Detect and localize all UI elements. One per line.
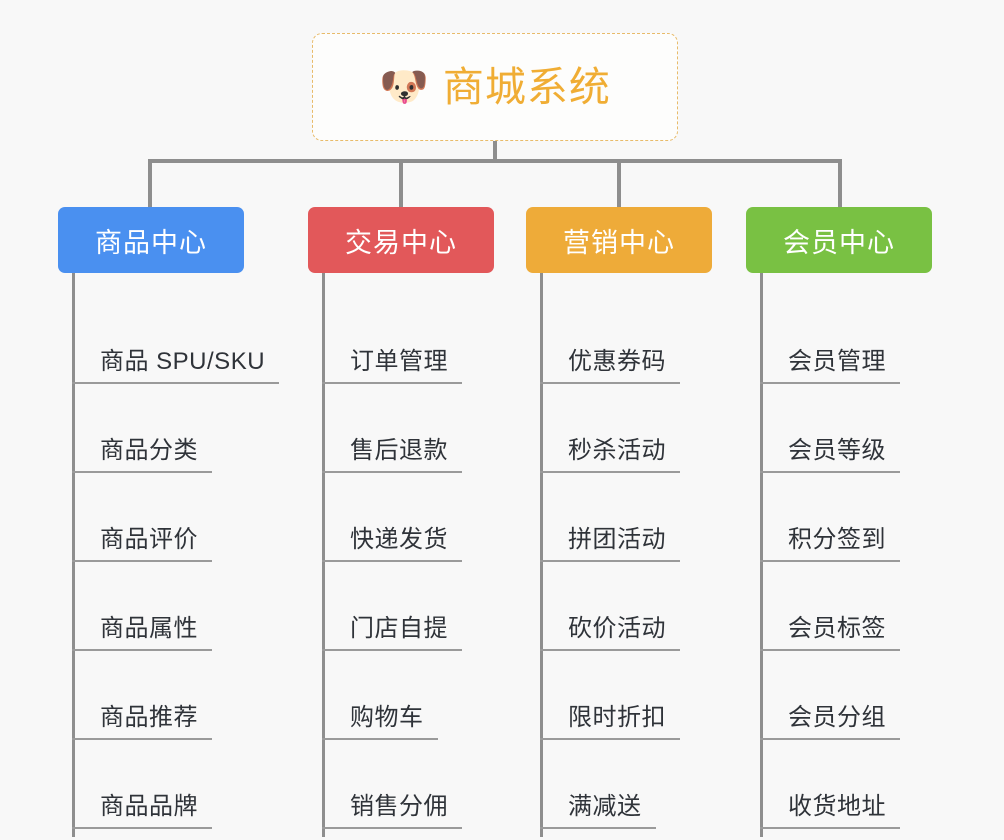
- leaf-item-label: 购物车: [322, 704, 438, 740]
- leaf-item[interactable]: 限时折扣: [526, 651, 746, 740]
- leaf-item[interactable]: 快递发货: [308, 473, 526, 562]
- leaf-item[interactable]: 门店自提: [308, 562, 526, 651]
- connector-drop-branch-4: [838, 159, 842, 207]
- leaf-item-label: 限时折扣: [540, 704, 680, 740]
- leaf-item-label: 售后退款: [322, 437, 462, 473]
- leaf-item[interactable]: 满减送: [526, 740, 746, 829]
- connector-drop-branch-3: [617, 159, 621, 207]
- connector-drop-branch-2: [399, 159, 403, 207]
- leaf-list-marketing-center: 优惠券码 秒杀活动 拼团活动 砍价活动 限时折扣 满减送: [526, 273, 746, 829]
- root-node-shop-system[interactable]: 🐶 商城系统: [312, 33, 678, 141]
- leaf-item[interactable]: 秒杀活动: [526, 384, 746, 473]
- leaf-item[interactable]: 售后退款: [308, 384, 526, 473]
- branch-trade-center: 交易中心 订单管理 售后退款 快递发货 门店自提 购物车 销售分佣: [308, 207, 526, 837]
- leaf-item[interactable]: 会员等级: [746, 384, 966, 473]
- leaf-item[interactable]: 销售分佣: [308, 740, 526, 829]
- leaf-item-label: 满减送: [540, 793, 656, 829]
- leaf-item[interactable]: 优惠券码: [526, 295, 746, 384]
- leaf-item-label: 会员分组: [760, 704, 900, 740]
- leaf-item-label: 商品分类: [72, 437, 212, 473]
- leaf-item[interactable]: 会员分组: [746, 651, 966, 740]
- leaf-item-label: 拼团活动: [540, 526, 680, 562]
- leaf-item-label: 优惠券码: [540, 348, 680, 384]
- leaf-item[interactable]: 商品推荐: [58, 651, 308, 740]
- branch-product-center: 商品中心 商品 SPU/SKU 商品分类 商品评价 商品属性 商品推荐 商品品牌: [58, 207, 308, 837]
- leaf-list-member-center: 会员管理 会员等级 积分签到 会员标签 会员分组 收货地址: [746, 273, 966, 829]
- leaf-item[interactable]: 积分签到: [746, 473, 966, 562]
- leaf-item-label: 快递发货: [322, 526, 462, 562]
- leaf-list-product-center: 商品 SPU/SKU 商品分类 商品评价 商品属性 商品推荐 商品品牌: [58, 273, 308, 829]
- leaf-item[interactable]: 商品评价: [58, 473, 308, 562]
- leaf-item-label: 商品推荐: [72, 704, 212, 740]
- leaf-item[interactable]: 商品属性: [58, 562, 308, 651]
- leaf-item-label: 门店自提: [322, 615, 462, 651]
- branch-header-trade-center[interactable]: 交易中心: [308, 207, 494, 273]
- leaf-item[interactable]: 会员管理: [746, 295, 966, 384]
- leaf-item-label: 会员管理: [760, 348, 900, 384]
- leaf-item-label: 销售分佣: [322, 793, 462, 829]
- leaf-item[interactable]: 拼团活动: [526, 473, 746, 562]
- leaf-item-label: 商品 SPU/SKU: [72, 348, 280, 384]
- leaf-item[interactable]: 商品品牌: [58, 740, 308, 829]
- shiba-dog-face-icon: 🐶: [379, 65, 429, 109]
- leaf-item[interactable]: 订单管理: [308, 295, 526, 384]
- leaf-item[interactable]: 收货地址: [746, 740, 966, 829]
- branch-trunk-line: [322, 273, 325, 837]
- leaf-item-label: 秒杀活动: [540, 437, 680, 473]
- branch-header-member-center[interactable]: 会员中心: [746, 207, 932, 273]
- leaf-item[interactable]: 会员标签: [746, 562, 966, 651]
- connector-drop-branch-1: [148, 159, 152, 207]
- branch-header-marketing-center[interactable]: 营销中心: [526, 207, 712, 273]
- leaf-item-label: 商品评价: [72, 526, 212, 562]
- branch-header-product-center[interactable]: 商品中心: [58, 207, 244, 273]
- leaf-item[interactable]: 砍价活动: [526, 562, 746, 651]
- branch-trunk-line: [760, 273, 763, 837]
- leaf-item-label: 砍价活动: [540, 615, 680, 651]
- branch-trunk-line: [540, 273, 543, 837]
- leaf-item-label: 订单管理: [322, 348, 462, 384]
- leaf-item-label: 会员标签: [760, 615, 900, 651]
- leaf-list-trade-center: 订单管理 售后退款 快递发货 门店自提 购物车 销售分佣: [308, 273, 526, 829]
- leaf-item[interactable]: 购物车: [308, 651, 526, 740]
- leaf-item-label: 商品属性: [72, 615, 212, 651]
- branch-member-center: 会员中心 会员管理 会员等级 积分签到 会员标签 会员分组 收货地址: [746, 207, 966, 837]
- branch-marketing-center: 营销中心 优惠券码 秒杀活动 拼团活动 砍价活动 限时折扣 满减送: [526, 207, 746, 837]
- leaf-item-label: 积分签到: [760, 526, 900, 562]
- leaf-item-label: 会员等级: [760, 437, 900, 473]
- leaf-item[interactable]: 商品 SPU/SKU: [58, 295, 308, 384]
- leaf-item-label: 商品品牌: [72, 793, 212, 829]
- branch-trunk-line: [72, 273, 75, 837]
- connector-horizontal-bus: [148, 159, 842, 163]
- root-node-title: 商城系统: [442, 63, 611, 110]
- leaf-item-label: 收货地址: [760, 793, 900, 829]
- connector-root-stem: [493, 141, 497, 163]
- leaf-item[interactable]: 商品分类: [58, 384, 308, 473]
